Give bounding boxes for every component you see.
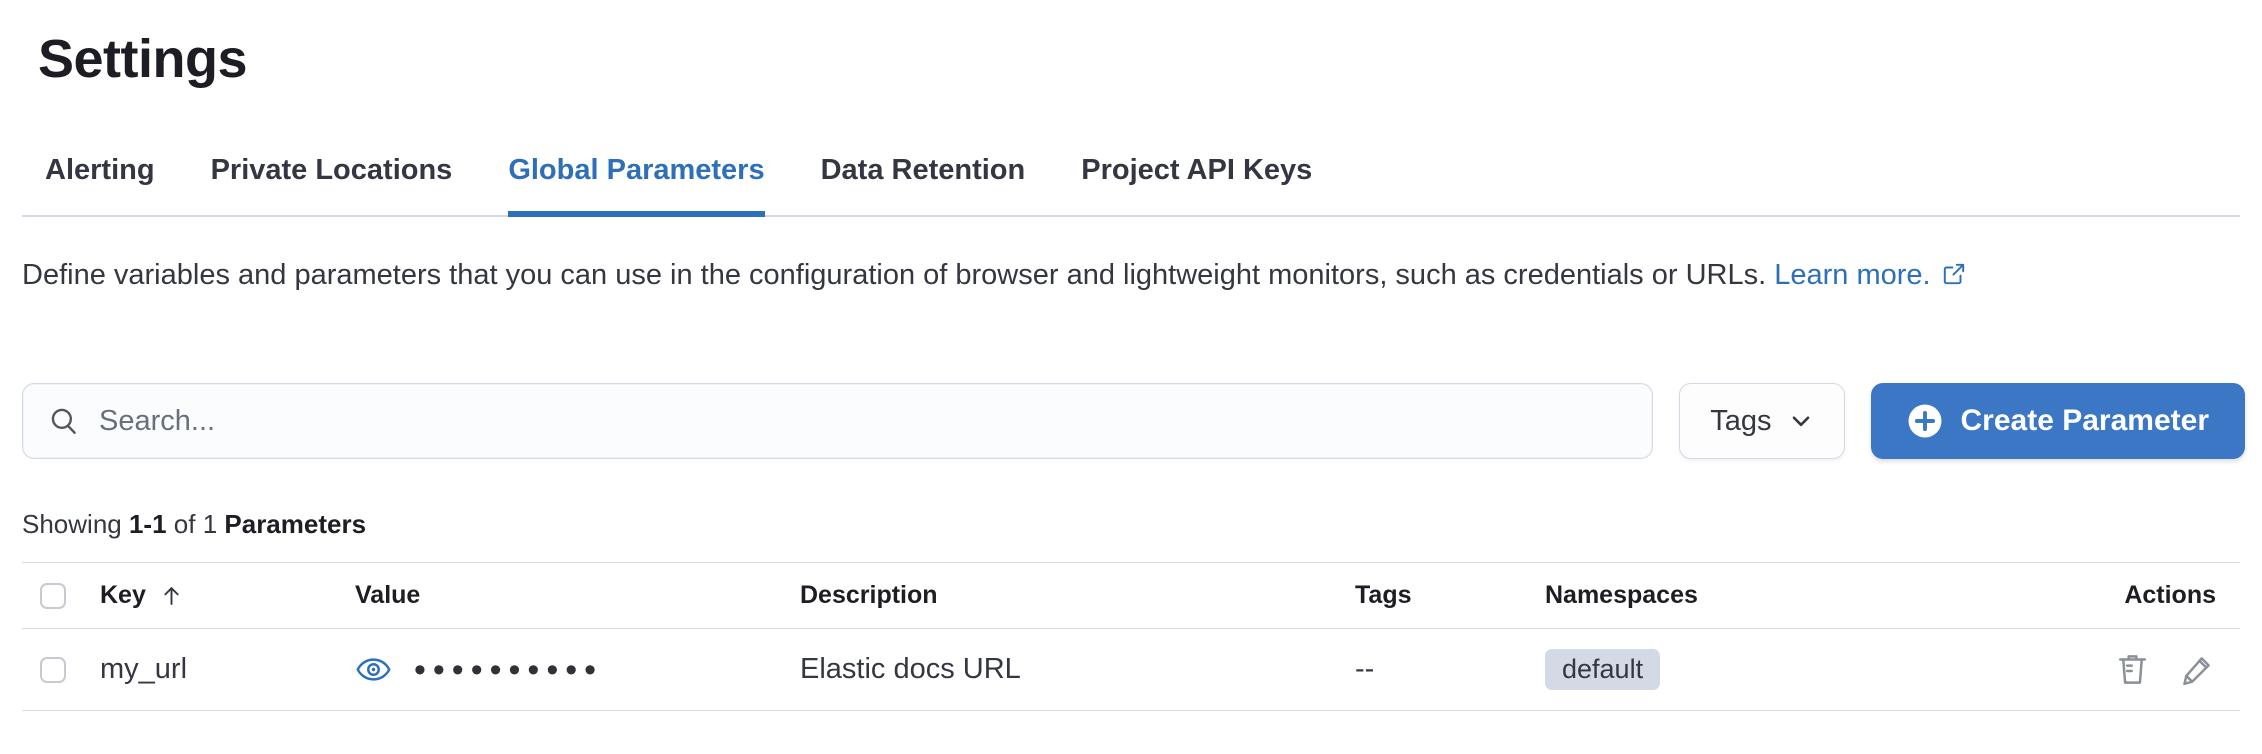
plus-circle-icon [1907,403,1943,439]
settings-page: Settings Alerting Private Locations Glob… [0,26,2262,711]
page-title: Settings [38,29,248,89]
tab-data-retention[interactable]: Data Retention [820,154,1026,186]
results-summary: Showing 1-1 of 1 Parameters [22,509,2240,540]
external-link-icon [1941,261,1967,287]
header-tags: Tags [1355,581,1412,609]
parameters-toolbar: Tags Create Parameter [22,383,2245,459]
cell-actions [1975,651,2240,688]
cell-tags: -- [1355,653,1375,685]
tab-alerting[interactable]: Alerting [45,154,155,186]
create-parameter-button[interactable]: Create Parameter [1870,383,2245,459]
cell-description: Elastic docs URL [800,653,1021,685]
header-namespaces: Namespaces [1545,581,1698,609]
pencil-icon[interactable] [2179,651,2216,688]
search-input[interactable] [99,404,1629,438]
header-key[interactable]: Key [100,581,355,610]
eye-icon[interactable] [355,651,392,688]
header-key-label: Key [100,581,146,609]
cell-namespaces: default [1545,649,1975,690]
header-actions: Actions [2124,581,2216,609]
tags-filter-button[interactable]: Tags [1679,383,1845,459]
page-description: Define variables and parameters that you… [22,251,2082,347]
header-description: Description [800,581,938,609]
search-icon [47,404,81,438]
description-text: Define variables and parameters that you… [22,259,1767,291]
summary-of: of 1 [173,509,218,539]
sort-arrow-up-icon [158,582,185,609]
table-header-row: Key Value Description Tags Namespaces Ac… [22,562,2240,629]
tags-filter-label: Tags [1710,404,1772,437]
select-all-checkbox[interactable] [40,582,66,609]
cell-key: my_url [100,653,188,685]
summary-range: 1-1 [128,509,167,539]
summary-showing: Showing [22,509,122,539]
search-box[interactable] [22,383,1654,459]
tab-project-api-keys[interactable]: Project API Keys [1081,154,1313,186]
masked-value: •••••••••• [414,650,604,689]
namespace-badge: default [1545,649,1661,690]
tab-private-locations[interactable]: Private Locations [210,154,453,186]
header-value: Value [355,581,421,609]
summary-entity: Parameters [224,509,367,539]
header-checkbox-cell [22,582,100,609]
parameters-table: Key Value Description Tags Namespaces Ac… [22,562,2240,711]
tab-global-parameters[interactable]: Global Parameters [508,154,765,217]
learn-more-label: Learn more. [1774,259,1931,291]
create-parameter-label: Create Parameter [1960,404,2209,437]
cell-value: •••••••••• [355,651,800,688]
trash-icon[interactable] [2114,651,2151,688]
learn-more-link[interactable]: Learn more. [1774,259,1966,291]
table-row: my_url •••••••••• Elastic docs URL -- de… [22,629,2240,711]
row-checkbox[interactable] [40,656,66,683]
row-checkbox-cell [22,656,100,683]
chevron-down-icon [1788,408,1814,434]
settings-tabs: Alerting Private Locations Global Parame… [22,154,2240,217]
